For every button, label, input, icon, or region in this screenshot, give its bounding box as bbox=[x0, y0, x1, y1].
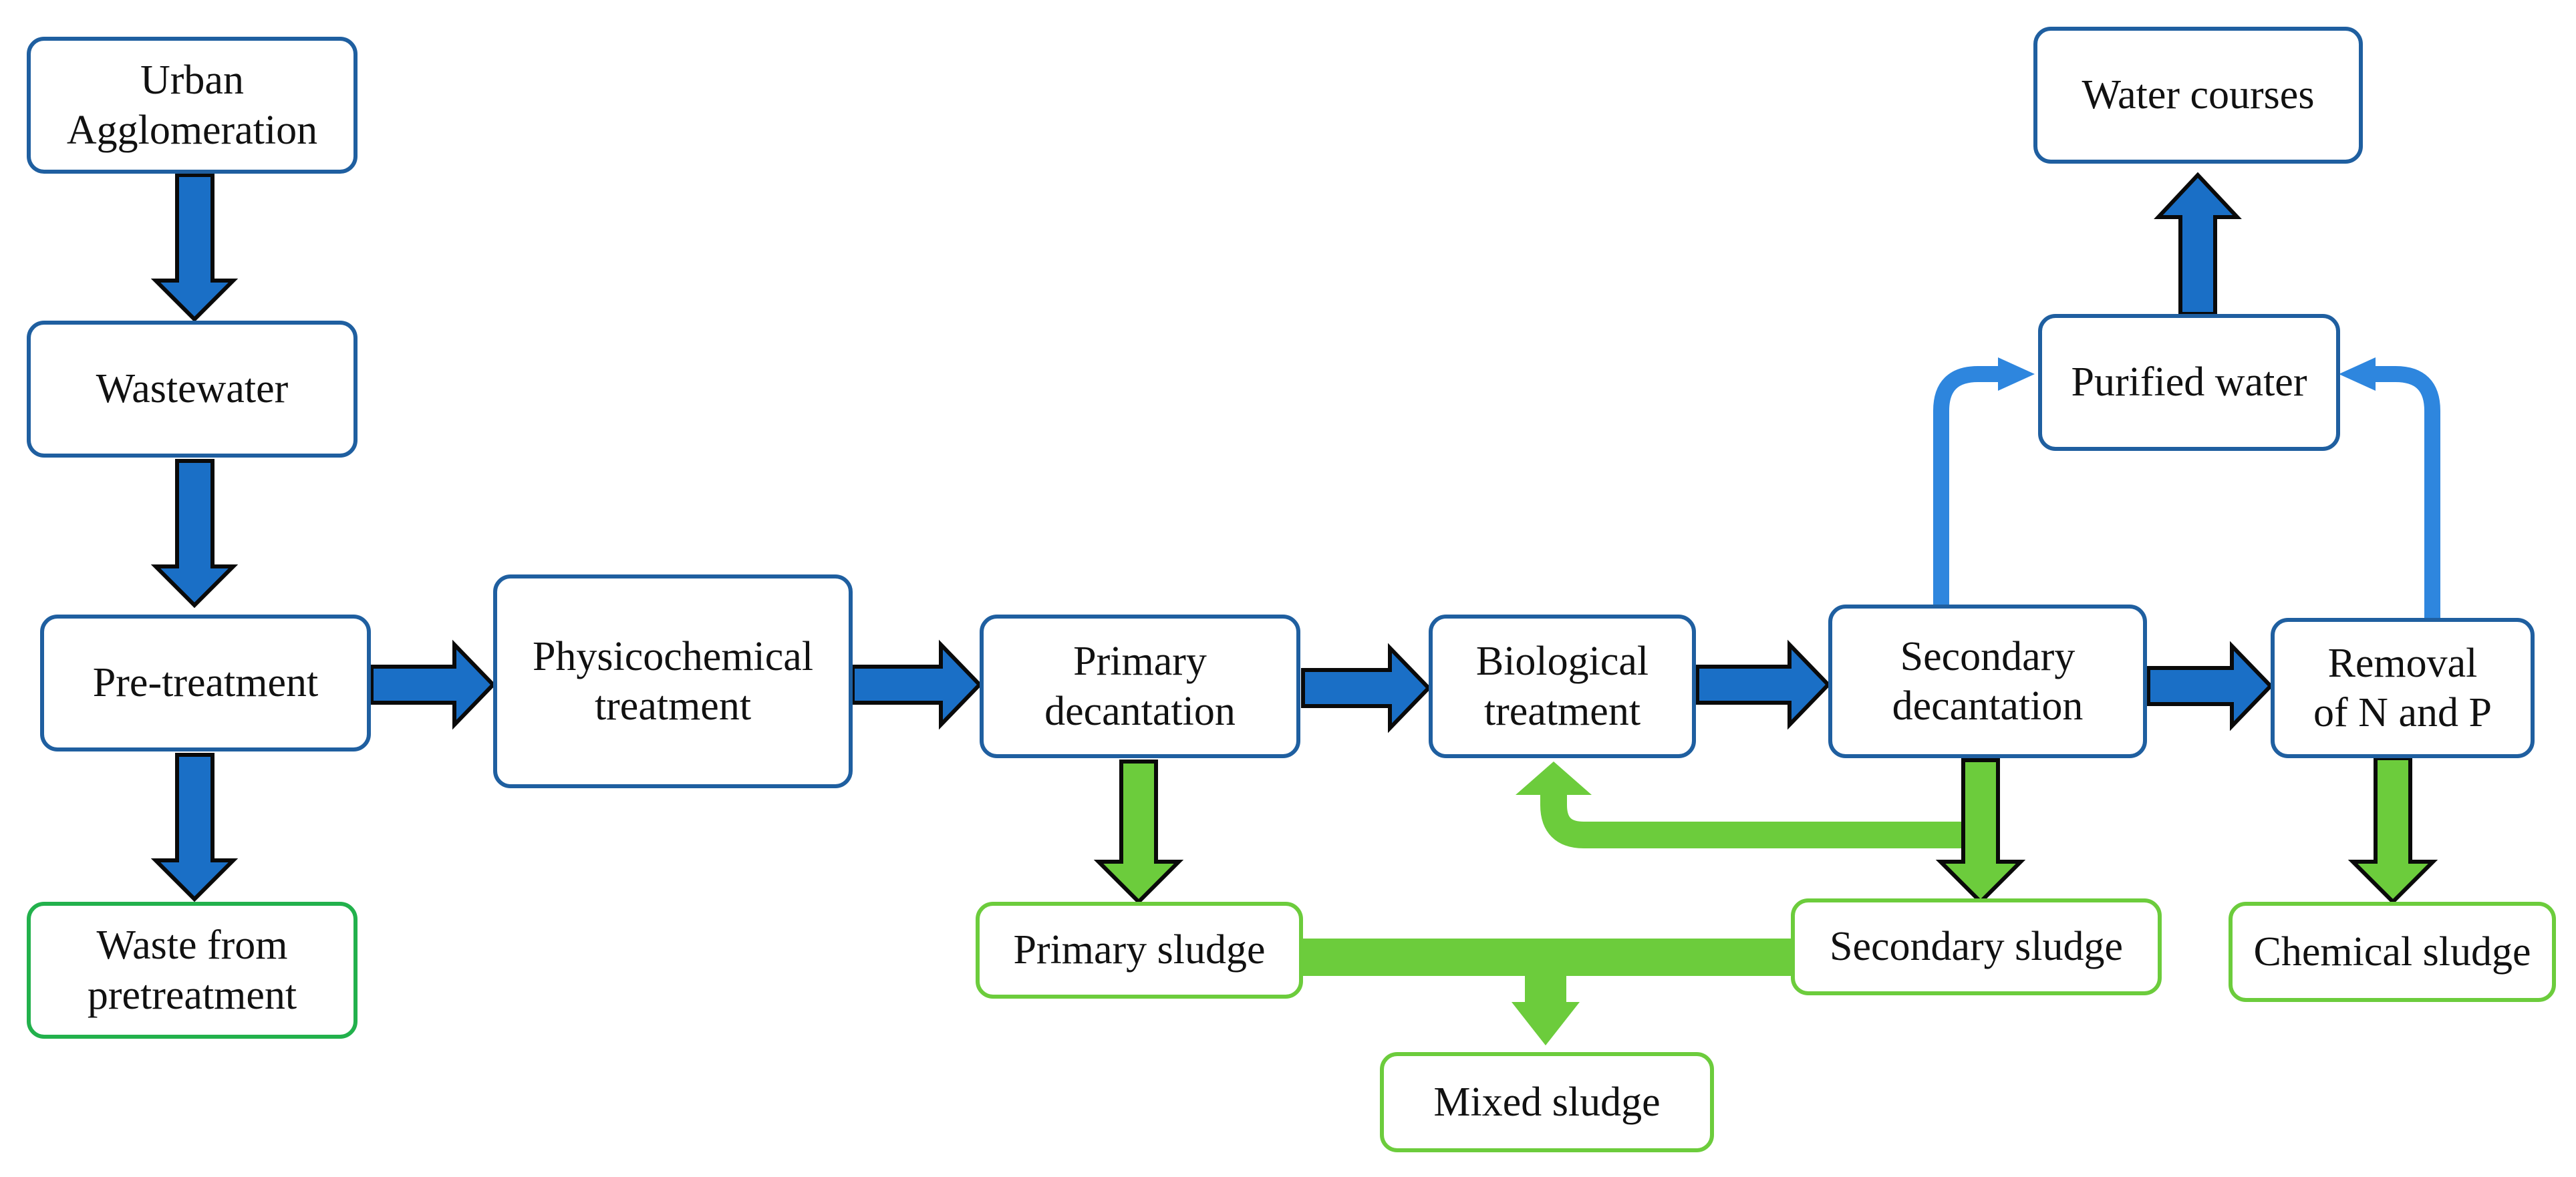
arrow-pretreatment-to-physicochemical bbox=[370, 639, 496, 730]
node-waste-from-pretreatment: Waste from pretreatment bbox=[27, 902, 357, 1039]
arrow-pretreatment-to-waste bbox=[150, 753, 239, 902]
node-purified-water: Purified water bbox=[2038, 314, 2340, 451]
node-water-courses: Water courses bbox=[2033, 27, 2363, 164]
node-physicochemical-treatment: Physicochemical treatment bbox=[493, 574, 853, 788]
node-wastewater: Wastewater bbox=[27, 321, 357, 458]
arrow-wastewater-to-pretreatment bbox=[150, 459, 239, 609]
arrow-biological-to-secondary bbox=[1695, 639, 1832, 730]
arrow-physicochemical-to-primary bbox=[851, 639, 983, 730]
node-pre-treatment: Pre-treatment bbox=[40, 615, 371, 751]
secondary-to-purified-connector bbox=[1933, 357, 2035, 608]
arrow-primary-to-biological bbox=[1301, 643, 1432, 733]
node-secondary-sludge: Secondary sludge bbox=[1791, 898, 2162, 995]
arrow-purified-to-watercourses bbox=[2154, 172, 2242, 316]
node-primary-sludge: Primary sludge bbox=[976, 902, 1303, 999]
arrow-secondary-to-secondary-sludge bbox=[1935, 758, 2026, 905]
node-primary-decantation: Primary decantation bbox=[980, 615, 1300, 758]
sludge-recycle-connector bbox=[1516, 762, 1975, 848]
removal-to-purified-connector bbox=[2339, 357, 2440, 621]
node-secondary-decantation: Secondary decantation bbox=[1828, 605, 2147, 758]
arrow-primary-to-primary-sludge bbox=[1093, 760, 1184, 905]
arrow-removal-to-chemical-sludge bbox=[2347, 756, 2438, 905]
node-mixed-sludge: Mixed sludge bbox=[1380, 1052, 1714, 1152]
node-biological-treatment: Biological treatment bbox=[1429, 615, 1696, 758]
node-chemical-sludge: Chemical sludge bbox=[2229, 902, 2556, 1002]
sludge-merge-connector bbox=[1303, 939, 1798, 1045]
arrow-urban-to-wastewater bbox=[150, 173, 239, 323]
node-urban-agglomeration: Urban Agglomeration bbox=[27, 37, 357, 174]
node-removal-n-p: Removal of N and P bbox=[2271, 618, 2535, 758]
arrow-secondary-to-removal bbox=[2146, 641, 2274, 731]
